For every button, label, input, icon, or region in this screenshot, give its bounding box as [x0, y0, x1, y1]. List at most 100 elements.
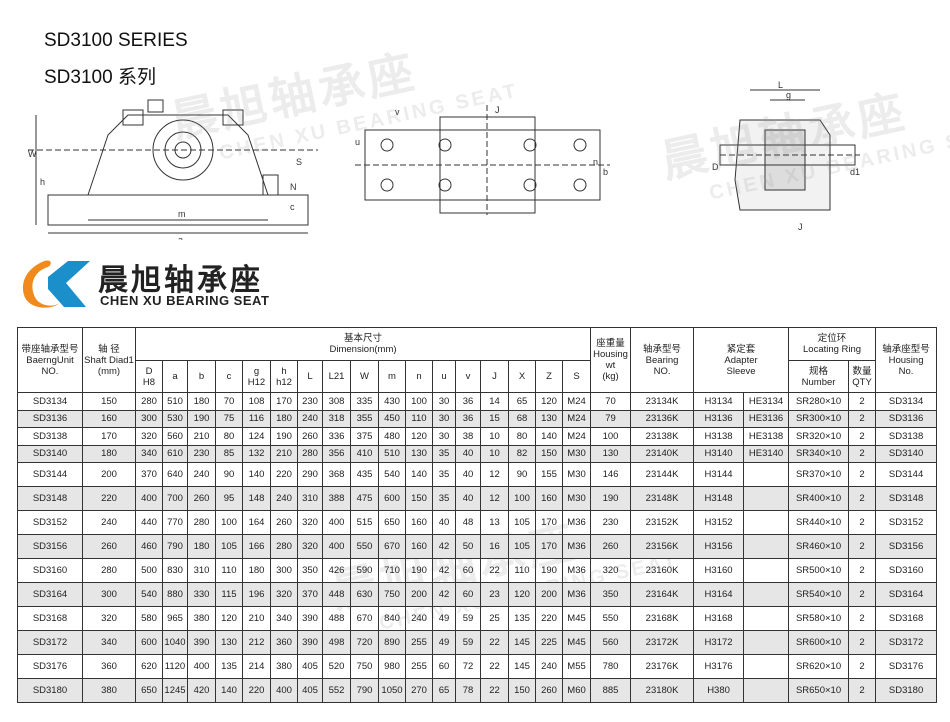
table-cell: 1120 — [162, 654, 188, 679]
dim-label-m: m — [178, 209, 186, 219]
table-cell: M24 — [561, 427, 592, 446]
table-cell: 530 — [162, 409, 188, 428]
table-cell: 190 — [270, 427, 298, 446]
table-cell: 140 — [242, 462, 271, 487]
table-cell: 12 — [480, 486, 509, 511]
table-cell: 59 — [455, 630, 481, 655]
table-cell: 170 — [82, 427, 136, 446]
table-cell: 23160K — [630, 558, 695, 583]
table-cell: M60 — [561, 678, 592, 703]
table-cell: 140 — [215, 678, 243, 703]
table-cell: 180 — [270, 409, 298, 428]
table-cell: SR580×10 — [788, 606, 850, 631]
table-cell: 180 — [82, 444, 136, 463]
table-cell: 670 — [350, 606, 379, 631]
table-cell: 13 — [480, 510, 509, 535]
table-cell: 420 — [187, 678, 216, 703]
table-cell: 115 — [215, 582, 243, 607]
table-cell: 100 — [590, 427, 632, 446]
table-cell: 370 — [135, 462, 163, 487]
table-cell: 40 — [432, 510, 456, 535]
table-cell: 35 — [432, 462, 456, 487]
table-cell: 155 — [535, 462, 563, 487]
table-cell: 475 — [350, 486, 379, 511]
table-cell: SR460×10 — [788, 534, 850, 559]
table-cell: 488 — [322, 606, 351, 631]
table-cell — [743, 606, 790, 631]
table-cell: 360 — [82, 654, 136, 679]
table-cell: 318 — [322, 409, 351, 428]
table-cell: SR600×10 — [788, 630, 850, 655]
table-cell: 885 — [590, 678, 632, 703]
table-cell: 380 — [270, 654, 298, 679]
table-cell: M36 — [561, 510, 592, 535]
table-cell — [743, 630, 790, 655]
table-cell: 72 — [455, 654, 481, 679]
table-cell: 336 — [322, 427, 351, 446]
header-dim-u: u — [432, 360, 456, 393]
table-cell: H3176 — [693, 654, 745, 679]
table-cell: 100 — [508, 486, 536, 511]
table-cell: 150 — [405, 486, 433, 511]
table-cell: 220 — [242, 678, 271, 703]
table-cell: SR650×10 — [788, 678, 850, 703]
header-dim-z: Z — [535, 360, 563, 393]
table-cell: 170 — [270, 392, 298, 411]
table-cell: 220 — [535, 606, 563, 631]
table-cell: 515 — [350, 510, 379, 535]
table-cell: 1040 — [162, 630, 188, 655]
table-cell: 310 — [187, 558, 216, 583]
table-cell: 140 — [535, 427, 563, 446]
table-cell: SR440×10 — [788, 510, 850, 535]
table-cell: 260 — [187, 486, 216, 511]
table-cell: 40 — [455, 444, 481, 463]
table-cell: SD3164 — [875, 582, 938, 607]
header-dim-s: S — [561, 360, 592, 393]
table-cell: SD3172 — [17, 630, 83, 655]
table-cell: 105 — [508, 510, 536, 535]
table-cell: 146 — [590, 462, 632, 487]
table-cell: M24 — [561, 409, 592, 428]
table-cell: 124 — [242, 427, 271, 446]
table-cell: 68 — [508, 409, 536, 428]
table-cell: 148 — [242, 486, 271, 511]
table-cell: 610 — [162, 444, 188, 463]
table-cell: 552 — [322, 678, 351, 703]
table-cell: 480 — [378, 427, 406, 446]
table-cell: 405 — [297, 654, 323, 679]
table-cell: 560 — [590, 630, 632, 655]
logo-text-cn: 晨旭轴承座 — [98, 264, 263, 297]
table-cell: 23156K — [630, 534, 695, 559]
table-cell: 49 — [432, 606, 456, 631]
table-cell: 116 — [242, 409, 271, 428]
table-cell: 225 — [535, 630, 563, 655]
table-cell: 320 — [82, 606, 136, 631]
table-cell: 80 — [508, 427, 536, 446]
table-cell: H3134 — [693, 392, 745, 411]
dim-label-s: S — [296, 157, 302, 167]
table-cell: H380 — [693, 678, 745, 703]
table-cell: 2 — [848, 444, 877, 463]
table-cell: 220 — [82, 486, 136, 511]
table-cell: 160 — [535, 486, 563, 511]
table-cell: 59 — [455, 606, 481, 631]
table-cell: SD3160 — [875, 558, 938, 583]
table-cell: H3148 — [693, 486, 745, 511]
table-cell: 90 — [215, 462, 243, 487]
table-cell: SD3156 — [17, 534, 83, 559]
table-cell: SD3134 — [17, 392, 83, 411]
table-cell: 368 — [322, 462, 351, 487]
table-cell: 190 — [405, 558, 433, 583]
table-cell: SD3164 — [17, 582, 83, 607]
table-cell: 260 — [270, 510, 298, 535]
table-cell: 14 — [480, 392, 509, 411]
table-cell: H3172 — [693, 630, 745, 655]
